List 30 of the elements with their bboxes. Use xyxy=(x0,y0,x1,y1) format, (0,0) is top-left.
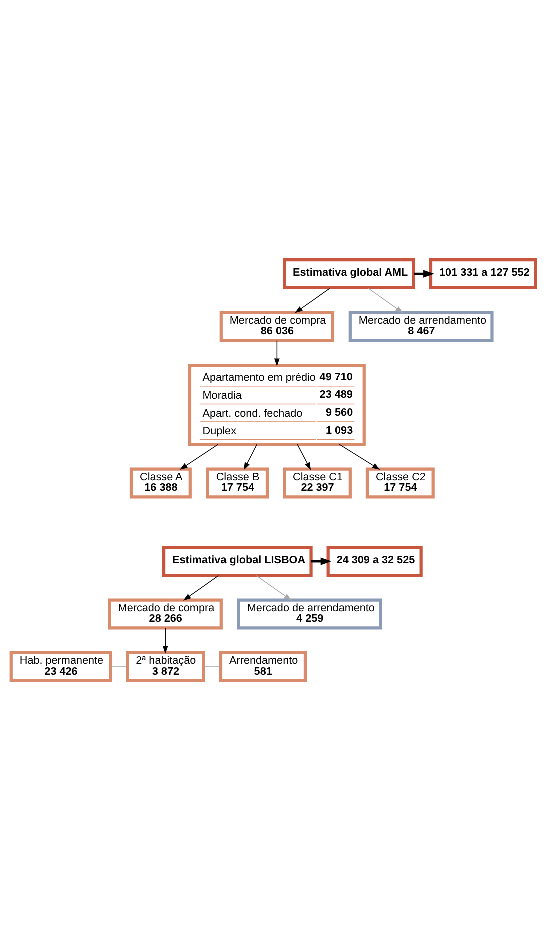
node-box: Mercado de arrendamento 8 467 xyxy=(348,311,494,342)
node-box: 101 331 a 127 552 xyxy=(429,258,538,290)
arrow xyxy=(183,575,220,601)
node-box: 2ª habitação 3 872 xyxy=(126,651,206,682)
arrow xyxy=(244,444,258,470)
arrow xyxy=(256,575,292,601)
arrow xyxy=(274,340,280,366)
node-box: Hab. permanente 23 426 xyxy=(10,651,112,682)
node-box: Arrendamento 581 xyxy=(219,651,308,682)
node-box: Classe C1 22 397 xyxy=(283,468,352,499)
node-box: Classe B 17 754 xyxy=(206,468,270,499)
node-box: Classe C2 17 754 xyxy=(366,468,435,499)
arrow xyxy=(414,270,434,278)
arrow xyxy=(311,558,332,566)
arrow xyxy=(339,444,380,470)
node-box: Classe A 16 388 xyxy=(130,468,192,499)
node-box: 24 309 a 32 525 xyxy=(326,546,423,578)
node-box: Mercado de compra 86 036 xyxy=(220,311,335,342)
node-box: Apartamento em prédio 49 710 Moradia 23 489 Apart. cond. fechado 9 560 Duplex 1 093 xyxy=(188,364,366,446)
arrow xyxy=(368,288,404,314)
arrow xyxy=(180,444,219,470)
node-box: Estimativa global LISBOA xyxy=(162,546,313,578)
arrow xyxy=(162,628,168,654)
node-box: Mercado de compra 28 266 xyxy=(108,598,223,630)
node-box: Mercado de arrendamento 4 259 xyxy=(237,598,382,630)
arrow xyxy=(297,444,312,470)
connector xyxy=(203,666,222,668)
node-box: Estimativa global AML xyxy=(283,258,416,290)
connector xyxy=(110,666,128,668)
arrow xyxy=(295,288,331,314)
